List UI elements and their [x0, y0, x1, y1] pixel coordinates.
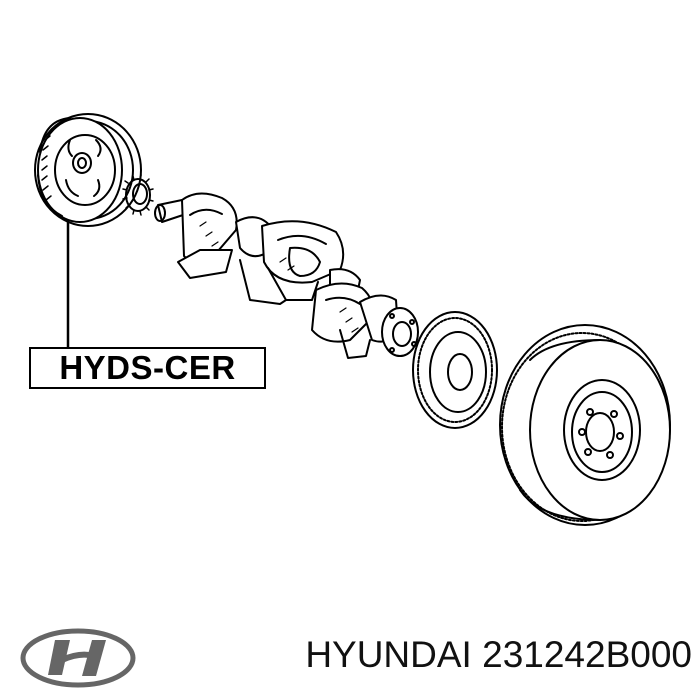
crankshaft-pulley [34, 113, 142, 227]
hyundai-logo [20, 628, 136, 688]
crankshaft [154, 192, 419, 359]
timing-sprocket [122, 174, 154, 216]
flywheel [499, 324, 671, 526]
drive-plate [412, 311, 498, 429]
brand-part-number: HYUNDAI 231242B000 [305, 634, 692, 675]
part-label: HYDS-CER [29, 347, 266, 389]
